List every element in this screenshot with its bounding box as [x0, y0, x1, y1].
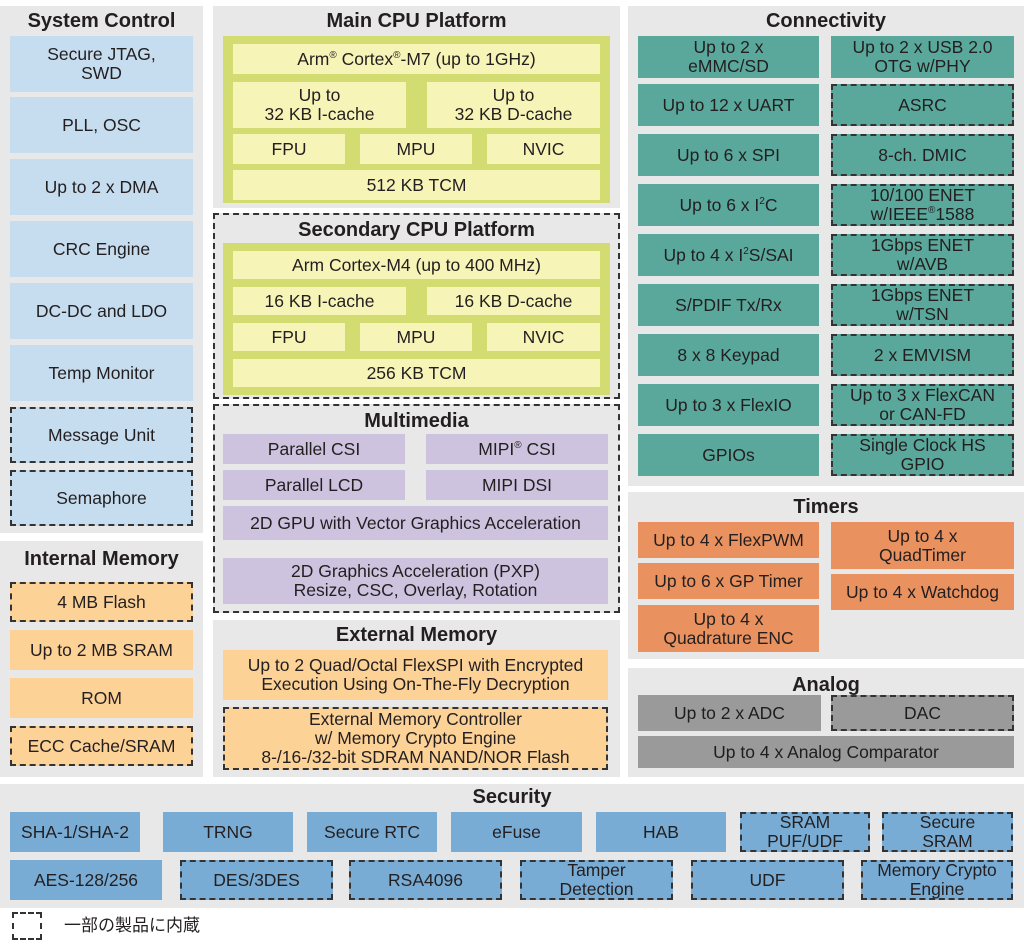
memory-crypto-engine-block: Memory Crypto Engine: [861, 860, 1013, 900]
secondary-icache-block: 16 KB I-cache: [233, 287, 406, 315]
trng-block: TRNG: [163, 812, 293, 852]
adc-block: Up to 2 x ADC: [638, 695, 821, 731]
quadrature-enc-block: Up to 4 x Quadrature ENC: [638, 605, 819, 652]
dac-block: DAC: [831, 695, 1014, 731]
multimedia-panel: Multimedia Parallel CSI MIPI® CSI Parall…: [213, 404, 620, 613]
mipi-dsi-block: MIPI DSI: [426, 470, 608, 500]
emc-block: External Memory Controller w/ Memory Cry…: [223, 707, 608, 770]
quadtimer-block: Up to 4 x QuadTimer: [831, 522, 1014, 569]
gpu-block: 2D GPU with Vector Graphics Acceleration: [223, 506, 608, 540]
dmic-block: 8-ch. DMIC: [831, 134, 1014, 176]
multimedia-title: Multimedia: [364, 410, 469, 432]
asrc-block: ASRC: [831, 84, 1014, 126]
main-cpu-core-area: Arm® Cortex®-M7 (up to 1GHz) Up to 32 KB…: [223, 36, 610, 203]
secondary-fpu-block: FPU: [233, 323, 345, 351]
secure-jtag-block: Secure JTAG, SWD: [10, 36, 193, 92]
internal-memory-title: Internal Memory: [24, 548, 179, 570]
internal-memory-panel: Internal Memory 4 MB Flash Up to 2 MB SR…: [0, 541, 203, 777]
rom-block: ROM: [10, 678, 193, 718]
tamper-detection-block: Tamper Detection: [520, 860, 673, 900]
gpios-block: GPIOs: [638, 434, 819, 476]
system-control-title: System Control: [27, 10, 176, 32]
emmc-sd-block: Up to 2 x eMMC/SD: [638, 36, 819, 78]
watchdog-block: Up to 4 x Watchdog: [831, 574, 1014, 610]
secondary-mpu-block: MPU: [360, 323, 472, 351]
uart-block: Up to 12 x UART: [638, 84, 819, 126]
main-dcache-block: Up to 32 KB D-cache: [427, 82, 600, 128]
parallel-csi-block: Parallel CSI: [223, 434, 405, 464]
flexio-block: Up to 3 x FlexIO: [638, 384, 819, 426]
secondary-dcache-block: 16 KB D-cache: [427, 287, 600, 315]
flexpwm-block: Up to 4 x FlexPWM: [638, 522, 819, 558]
main-nvic-block: NVIC: [487, 134, 600, 164]
analog-panel: Analog Up to 2 x ADC DAC Up to 4 x Analo…: [628, 668, 1024, 777]
i2c-block: Up to 6 x I2C: [638, 184, 819, 226]
secondary-cpu-title: Secondary CPU Platform: [298, 219, 535, 241]
main-tcm-block: 512 KB TCM: [233, 170, 600, 200]
hs-gpio-block: Single Clock HS GPIO: [831, 434, 1014, 476]
external-memory-title: External Memory: [335, 624, 498, 646]
message-unit-block: Message Unit: [10, 407, 193, 463]
hab-block: HAB: [596, 812, 726, 852]
sha-block: SHA-1/SHA-2: [10, 812, 140, 852]
i2s-sai-block: Up to 4 x I2S/SAI: [638, 234, 819, 276]
main-cpu-title: Main CPU Platform: [326, 10, 507, 32]
gp-timer-block: Up to 6 x GP Timer: [638, 563, 819, 599]
legend-dashed-box: [12, 912, 42, 940]
secondary-tcm-block: 256 KB TCM: [233, 359, 600, 387]
main-icache-block: Up to 32 KB I-cache: [233, 82, 406, 128]
main-core-block: Arm® Cortex®-M7 (up to 1GHz): [233, 44, 600, 74]
timers-title: Timers: [793, 496, 859, 518]
parallel-lcd-block: Parallel LCD: [223, 470, 405, 500]
ecc-cache-block: ECC Cache/SRAM: [10, 726, 193, 766]
main-mpu-block: MPU: [360, 134, 472, 164]
efuse-block: eFuse: [451, 812, 582, 852]
mipi-csi-block: MIPI® CSI: [426, 434, 608, 464]
secondary-cpu-panel: Secondary CPU Platform Arm Cortex-M4 (up…: [213, 213, 620, 399]
main-cpu-panel: Main CPU Platform Arm® Cortex®-M7 (up to…: [213, 6, 620, 208]
timers-panel: Timers Up to 4 x FlexPWM Up to 6 x GP Ti…: [628, 492, 1024, 659]
enet-avb-block: 1Gbps ENET w/AVB: [831, 234, 1014, 276]
connectivity-title: Connectivity: [765, 10, 887, 32]
emvism-block: 2 x EMVISM: [831, 334, 1014, 376]
pll-osc-block: PLL, OSC: [10, 97, 193, 153]
rsa-block: RSA4096: [349, 860, 502, 900]
dcdc-ldo-block: DC-DC and LDO: [10, 283, 193, 339]
temp-monitor-block: Temp Monitor: [10, 345, 193, 401]
dma-block: Up to 2 x DMA: [10, 159, 193, 215]
flash-block: 4 MB Flash: [10, 582, 193, 622]
spdif-block: S/PDIF Tx/Rx: [638, 284, 819, 326]
secure-rtc-block: Secure RTC: [307, 812, 437, 852]
flexspi-block: Up to 2 Quad/Octal FlexSPI with Encrypte…: [223, 650, 608, 700]
external-memory-panel: External Memory Up to 2 Quad/Octal FlexS…: [213, 620, 620, 777]
flexcan-block: Up to 3 x FlexCAN or CAN-FD: [831, 384, 1014, 426]
keypad-block: 8 x 8 Keypad: [638, 334, 819, 376]
sram-block: Up to 2 MB SRAM: [10, 630, 193, 670]
des-block: DES/3DES: [180, 860, 333, 900]
analog-title: Analog: [792, 674, 860, 696]
security-title: Security: [472, 786, 552, 808]
crc-engine-block: CRC Engine: [10, 221, 193, 277]
secondary-core-block: Arm Cortex-M4 (up to 400 MHz): [233, 251, 600, 279]
analog-comparator-block: Up to 4 x Analog Comparator: [638, 736, 1014, 768]
usb-otg-block: Up to 2 x USB 2.0 OTG w/PHY: [831, 36, 1014, 78]
udf-block: UDF: [691, 860, 844, 900]
security-panel: Security SHA-1/SHA-2 TRNG Secure RTC eFu…: [0, 784, 1024, 908]
legend-text: 一部の製品に内蔵: [64, 916, 200, 935]
connectivity-panel: Connectivity Up to 2 x eMMC/SD Up to 12 …: [628, 6, 1024, 486]
secondary-nvic-block: NVIC: [487, 323, 600, 351]
main-fpu-block: FPU: [233, 134, 345, 164]
secure-sram-block: Secure SRAM: [882, 812, 1013, 852]
secondary-cpu-core-area: Arm Cortex-M4 (up to 400 MHz) 16 KB I-ca…: [223, 243, 610, 395]
pxp-block: 2D Graphics Acceleration (PXP) Resize, C…: [223, 558, 608, 604]
spi-block: Up to 6 x SPI: [638, 134, 819, 176]
system-control-panel: System Control Secure JTAG, SWD PLL, OSC…: [0, 6, 203, 533]
sram-puf-block: SRAM PUF/UDF: [740, 812, 870, 852]
semaphore-block: Semaphore: [10, 470, 193, 526]
aes-block: AES-128/256: [10, 860, 162, 900]
enet-tsn-block: 1Gbps ENET w/TSN: [831, 284, 1014, 326]
